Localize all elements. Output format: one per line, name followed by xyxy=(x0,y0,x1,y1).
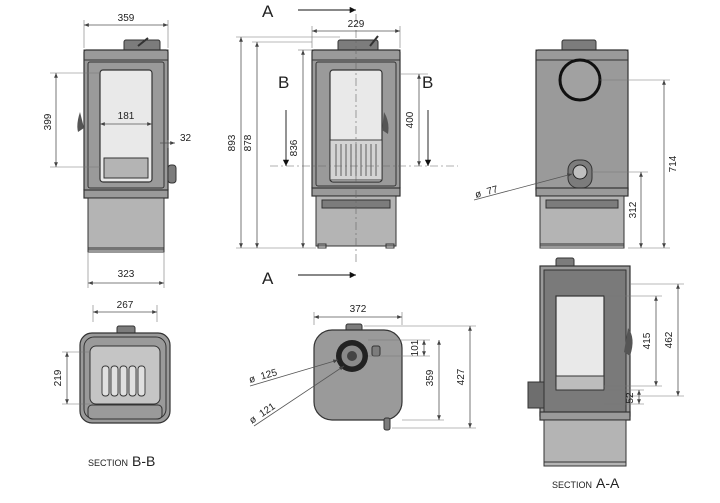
section-b-right-letter: B xyxy=(422,73,433,92)
dim-aa-height-462: 462 xyxy=(664,331,675,348)
dim-center-section-b-height: 400 xyxy=(405,111,416,128)
section-a-markers: A A xyxy=(262,2,356,288)
section-aa-label: SECTION A-A xyxy=(552,475,620,491)
diameter-symbol: ø xyxy=(248,374,257,386)
dim-top-width: 372 xyxy=(350,304,367,315)
section-bb-dimensions: 267 219 xyxy=(53,300,158,405)
side-view xyxy=(535,39,629,249)
section-b-markers: B B xyxy=(278,73,433,166)
dim-center-total-height: 893 xyxy=(227,134,238,151)
dim-side-height-312: 312 xyxy=(628,201,639,218)
section-b-left-letter: B xyxy=(278,73,289,92)
section-bb-letter: B-B xyxy=(132,453,155,469)
dim-top-depth-359: 359 xyxy=(425,369,436,386)
top-view xyxy=(313,323,403,431)
dim-top-offset-101: 101 xyxy=(410,339,421,356)
front-view xyxy=(77,37,177,253)
dim-side-height-714: 714 xyxy=(668,155,679,172)
dim-top-depth-427: 427 xyxy=(456,368,467,385)
section-bb-view xyxy=(79,325,171,424)
section-a-top-letter: A xyxy=(262,2,274,21)
dim-center-top-width: 229 xyxy=(348,19,365,30)
dim-top-flue-121-value: 121 xyxy=(258,401,278,420)
dim-top-flue-diameter-121: ø121 xyxy=(248,401,278,426)
center-view-dimensions: 229 893 878 836 400 xyxy=(227,19,428,249)
dim-center-height-878: 878 xyxy=(243,134,254,151)
section-aa-letter: A-A xyxy=(596,475,620,491)
section-aa-dimensions: 415 462 52 xyxy=(604,283,684,405)
section-a-bottom-letter: A xyxy=(262,269,274,288)
section-bb-label: SECTION B-B xyxy=(88,453,155,469)
dim-top-flue-125-value: 125 xyxy=(259,367,278,382)
dim-center-height-836: 836 xyxy=(289,139,300,156)
front-view-dimensions: 359 399 181 32 323 xyxy=(43,13,192,288)
dim-front-width: 359 xyxy=(118,13,135,24)
diameter-symbol: ø xyxy=(474,189,483,201)
dim-front-base-width: 323 xyxy=(118,269,135,280)
center-view-centerlines xyxy=(270,14,458,262)
dim-side-flue-77-value: 77 xyxy=(486,184,500,198)
dim-aa-height-52: 52 xyxy=(625,392,636,404)
dim-aa-height-415: 415 xyxy=(642,332,653,349)
section-bb-word: SECTION xyxy=(88,458,128,468)
dim-front-glass-width: 181 xyxy=(118,111,135,122)
dim-bb-height: 219 xyxy=(53,369,64,386)
dim-front-glass-height: 399 xyxy=(43,113,54,130)
section-aa-word: SECTION xyxy=(552,480,592,490)
dim-front-flue-offset: 32 xyxy=(180,133,192,144)
diameter-symbol: ø xyxy=(248,414,259,427)
dim-bb-width: 267 xyxy=(117,300,134,311)
section-aa-view xyxy=(527,257,633,467)
